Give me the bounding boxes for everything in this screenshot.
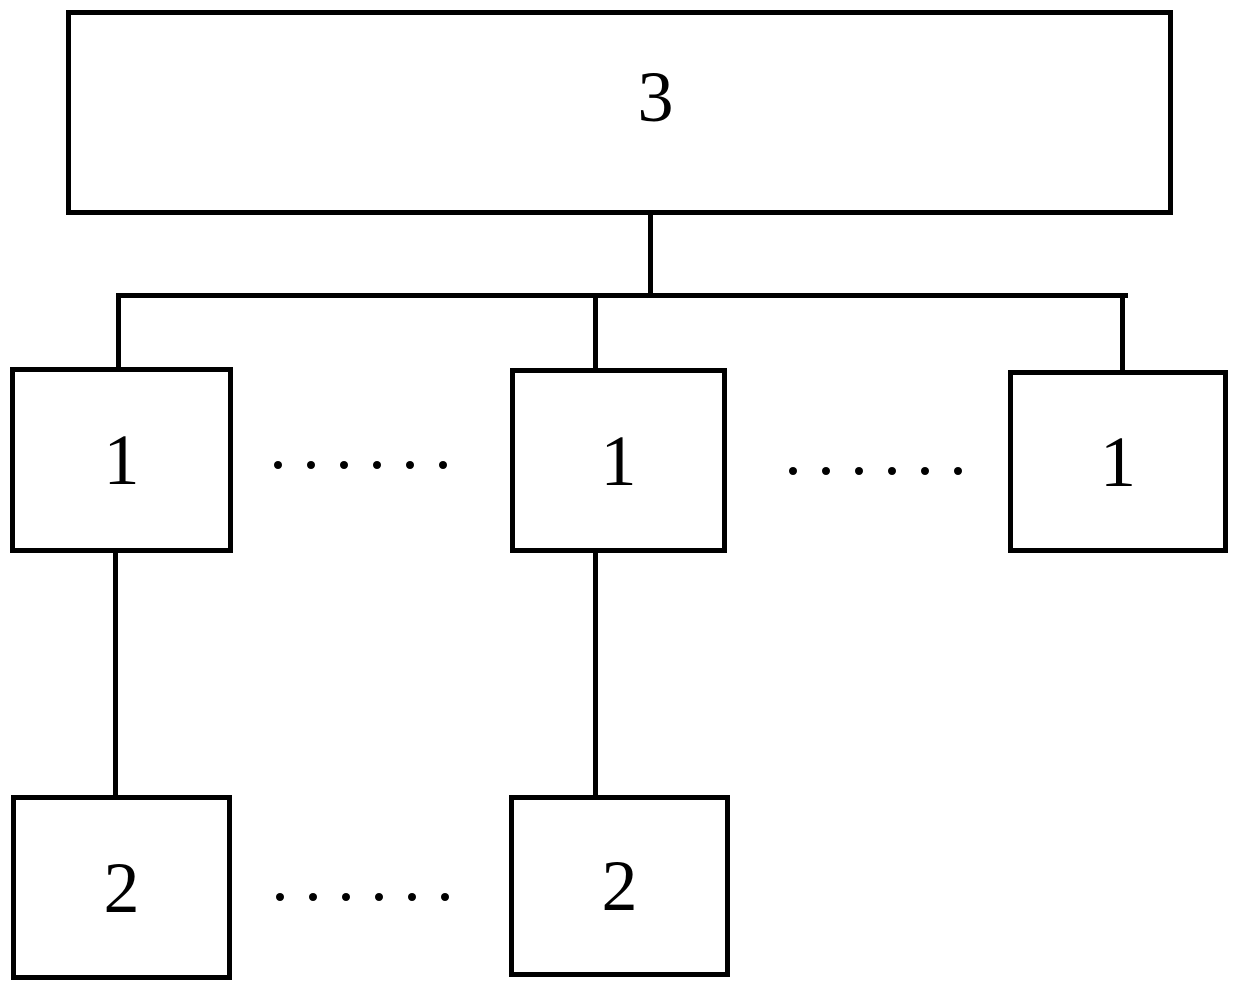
block-node-2-left: 2 xyxy=(11,795,232,980)
ellipsis-dot xyxy=(342,893,350,901)
connector-distribution-bus xyxy=(116,293,1128,298)
ellipsis-dot xyxy=(274,461,282,469)
ellipsis-dot xyxy=(888,467,896,475)
connector-stub-left xyxy=(116,293,121,370)
ellipsis-dot xyxy=(822,467,830,475)
ellipsis-dots-row1-right xyxy=(789,467,962,475)
ellipsis-dots-row2 xyxy=(276,893,449,901)
ellipsis-dot xyxy=(439,461,447,469)
block-node-3-label: 3 xyxy=(637,56,674,137)
connector-drop-left xyxy=(113,550,118,798)
block-node-1-middle-label: 1 xyxy=(600,420,637,501)
connector-stub-middle xyxy=(593,293,598,371)
block-node-2-middle-label: 2 xyxy=(601,846,638,926)
block-node-3: 3 xyxy=(66,10,1173,215)
ellipsis-dot xyxy=(789,467,797,475)
ellipsis-dot xyxy=(340,461,348,469)
ellipsis-dot xyxy=(373,461,381,469)
block-node-1-right: 1 xyxy=(1008,370,1228,553)
ellipsis-dot xyxy=(406,461,414,469)
connector-drop-middle xyxy=(593,550,598,798)
ellipsis-dot xyxy=(954,467,962,475)
ellipsis-dot xyxy=(855,467,863,475)
ellipsis-dot xyxy=(441,893,449,901)
ellipsis-dot xyxy=(921,467,929,475)
block-node-1-middle: 1 xyxy=(510,368,727,553)
ellipsis-dot xyxy=(408,893,416,901)
block-node-2-middle: 2 xyxy=(509,795,730,977)
block-node-1-right-label: 1 xyxy=(1100,421,1136,502)
ellipsis-dot xyxy=(309,893,317,901)
block-node-2-left-label: 2 xyxy=(103,847,140,928)
block-node-1-left-label: 1 xyxy=(103,420,140,500)
ellipsis-dot xyxy=(276,893,284,901)
connector-stub-right xyxy=(1120,293,1125,373)
ellipsis-dot xyxy=(375,893,383,901)
ellipsis-dot xyxy=(307,461,315,469)
ellipsis-dots-row1-left xyxy=(274,461,447,469)
connector-top-drop xyxy=(648,212,653,296)
block-node-1-left: 1 xyxy=(10,367,233,553)
